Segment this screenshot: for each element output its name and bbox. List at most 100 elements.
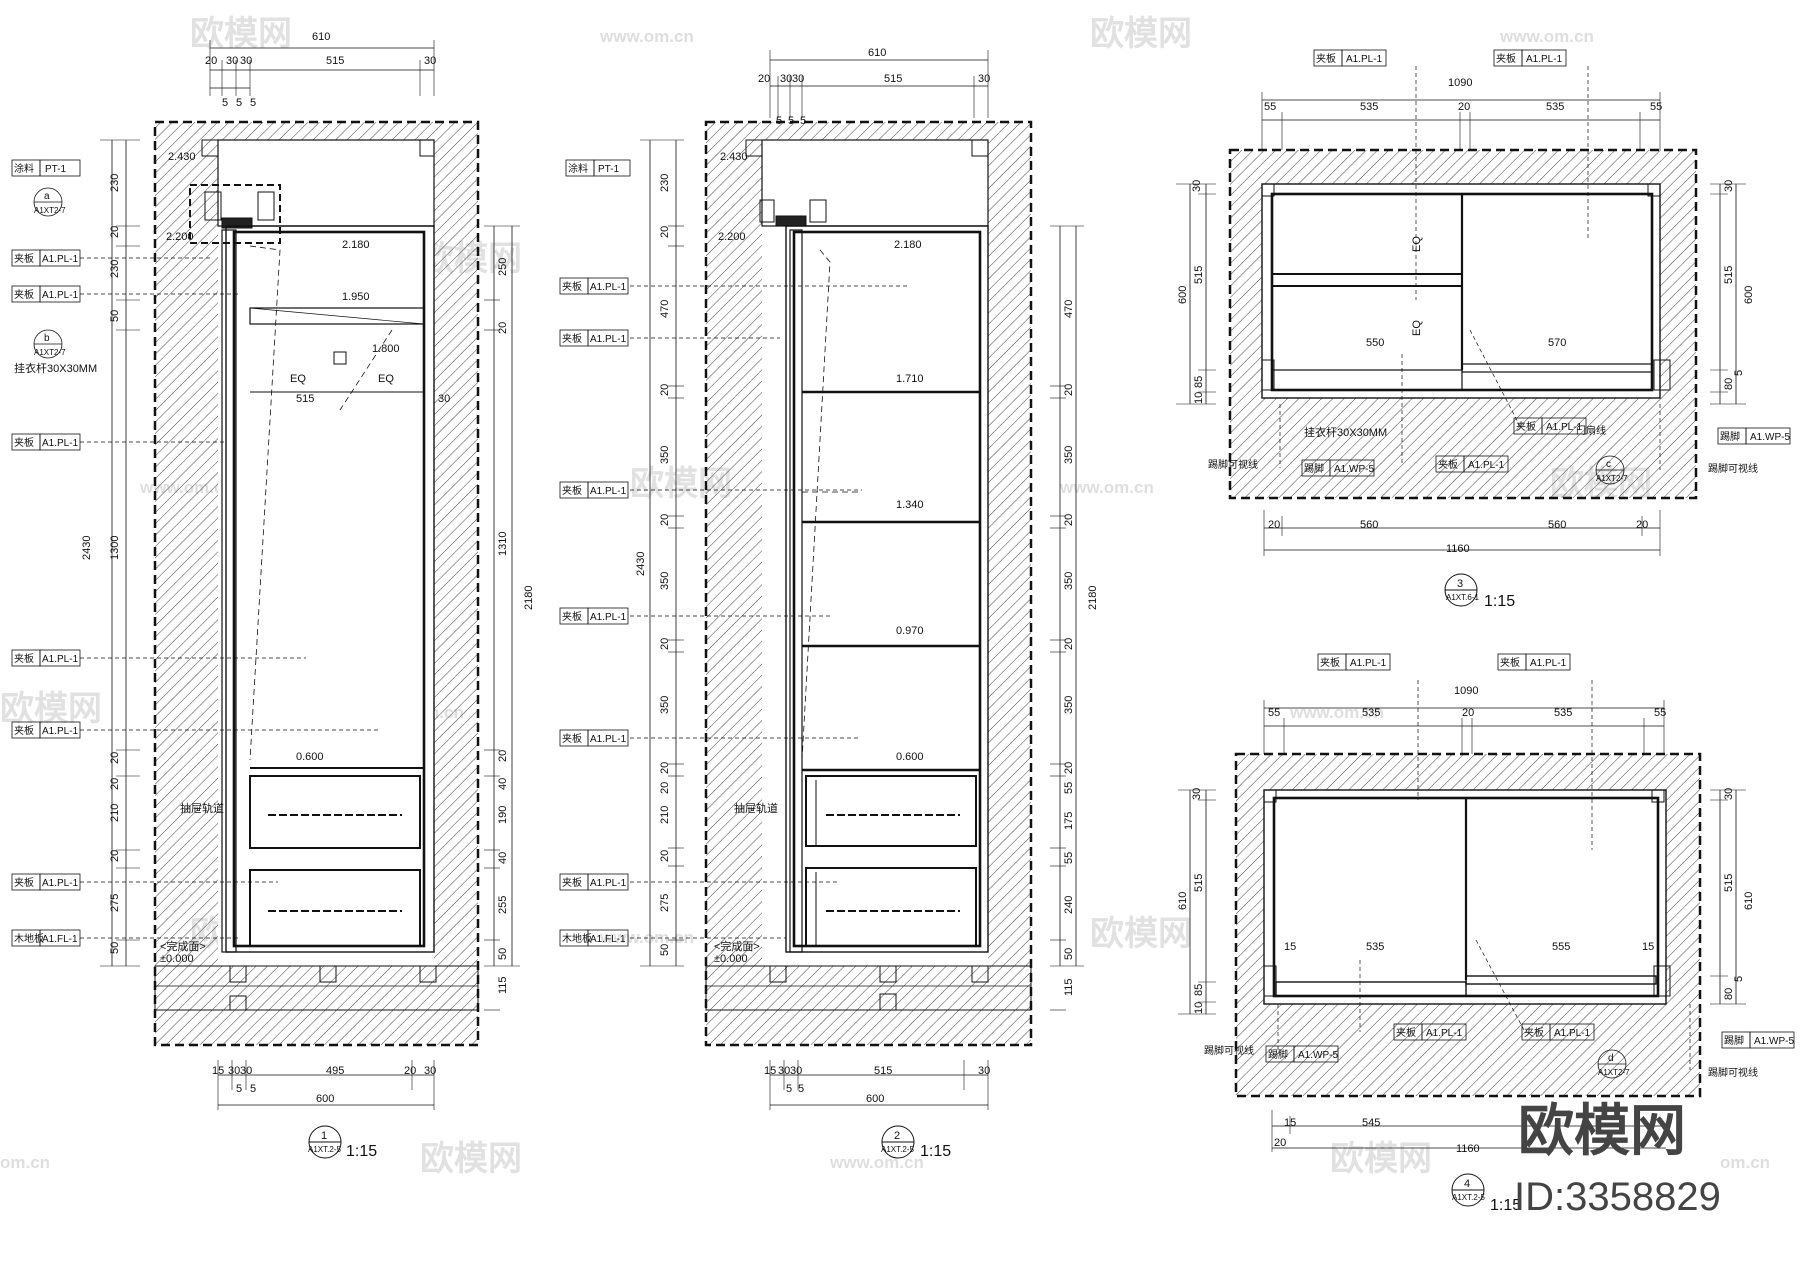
dimension-label: 350 [1063, 446, 1075, 464]
dimension-label: 5 [250, 97, 256, 109]
dimension-label: 30 [1723, 180, 1735, 192]
level-marker: 2.200 [166, 231, 194, 243]
dimension-label: 50 [1063, 948, 1075, 960]
tag-word: 踢脚 [1304, 462, 1324, 475]
dimension-label: 20 [109, 752, 121, 764]
dimension-label: 2180 [523, 586, 535, 610]
tag-word: 夹板 [1316, 52, 1336, 65]
brand-id-text: ID:3358829 [1514, 1175, 1721, 1219]
tag-code: A1.WP-5 [1750, 432, 1790, 443]
tag-code: A1.PL-1 [42, 654, 79, 665]
dimension-label: 55 [1268, 707, 1280, 719]
skirting-label: 踢脚可视线 [1708, 462, 1758, 475]
tag-word: 踢脚 [1720, 430, 1740, 443]
dimension-label: 535 [1366, 941, 1384, 953]
level-marker: 2.180 [342, 239, 370, 251]
dimension-label: 250 [497, 258, 509, 276]
tag-word: 夹板 [562, 732, 582, 745]
watermark-brand: 欧模网 [190, 15, 292, 53]
tag-code: A1.PL-1 [1350, 658, 1387, 669]
elevation-view-1-tag-text: 涂料 PT-1 夹板 A1.PL-1 夹板 A1.PL-1 夹板 A1.PL-1… [14, 162, 79, 945]
dimension-label: 2430 [81, 536, 93, 560]
dimension-label: 20 [109, 226, 121, 238]
dimension-label: 10 [1193, 392, 1205, 404]
detail-ref-sheet: A1XT2-7 [1598, 1068, 1630, 1077]
tag-word: 夹板 [14, 724, 34, 737]
plan-view-3-tag-text: 夹板 A1.PL-1 夹板 A1.PL-1 夹板 A1.PL-1 夹板 A1.P… [1304, 52, 1790, 483]
dimension-label: 515 [326, 55, 344, 67]
level-marker: 2.430 [720, 151, 748, 163]
elevation-view-1 [80, 40, 520, 1110]
dimension-label: 30 [424, 55, 436, 67]
view-number: 3 [1457, 578, 1463, 590]
elevation-view-2-tag-text: 涂料 PT-1 夹板 A1.PL-1 夹板 A1.PL-1 夹板 A1.PL-1… [562, 162, 627, 945]
dimension-label: 515 [296, 393, 314, 405]
watermark-brand: 欧模网 [420, 1140, 522, 1178]
dimension-label: 350 [659, 696, 671, 714]
tag-code: A1.PL-1 [1526, 54, 1563, 65]
view-number: 4 [1464, 1178, 1470, 1190]
view-title-4: 4 A1XT.2-5 1:15 [1451, 1173, 1521, 1214]
dimension-label: 275 [659, 894, 671, 912]
tag-code: A1.FL-1 [590, 934, 626, 945]
level-marker: ±0.000 [160, 953, 194, 965]
level-marker: 1.340 [896, 499, 924, 511]
dimension-label: 515 [884, 73, 902, 85]
tag-word: 夹板 [1320, 656, 1340, 669]
dimension-label: 30 [778, 1065, 790, 1077]
skirting-label: 踢脚可视线 [1208, 458, 1258, 471]
dimension-label: 30 [240, 55, 252, 67]
dimension-label: 5 [236, 1083, 242, 1095]
tag-code: A1.PL-1 [1554, 1028, 1591, 1039]
dimension-label: 535 [1362, 707, 1380, 719]
dimension-label: 550 [1366, 337, 1384, 349]
finish-floor-label: <完成面> [160, 939, 206, 953]
dimension-label: 20 [497, 322, 509, 334]
dimension-label: 515 [1193, 266, 1205, 284]
dimension-label: 275 [109, 894, 121, 912]
watermark-brand: 欧模网 [1330, 1140, 1432, 1178]
dimension-label: 20 [659, 514, 671, 526]
dimension-label: 190 [497, 806, 509, 824]
tag-code: A1.PL-1 [590, 612, 627, 623]
dimension-label: 515 [1723, 874, 1735, 892]
tag-word: 木地板 [562, 932, 592, 945]
tag-word: 涂料 [14, 162, 34, 175]
dimension-label: 20 [758, 73, 770, 85]
watermark-url: www.om.cn [829, 1153, 924, 1172]
tag-code: A1.PL-1 [42, 254, 79, 265]
dimension-label: 5 [222, 97, 228, 109]
level-marker: 2.180 [894, 239, 922, 251]
tag-code: A1.FL-1 [42, 934, 78, 945]
dimension-label: 350 [659, 572, 671, 590]
view-number: 1 [321, 1130, 327, 1142]
elevation-view-2-tags [559, 159, 631, 947]
dimension-label: 85 [1193, 376, 1205, 388]
dimension-label: 10 [1193, 1002, 1205, 1014]
tag-code: PT-1 [598, 164, 620, 175]
dimension-label: 1090 [1448, 77, 1472, 89]
view-scale: 1:15 [1484, 593, 1515, 610]
dimension-label: 600 [1743, 286, 1755, 304]
tag-code: A1.PL-1 [590, 282, 627, 293]
tag-code: A1.PL-1 [1546, 422, 1583, 433]
dimension-label: 20 [1458, 101, 1470, 113]
plan-view-3-tags [1301, 49, 1791, 485]
tag-code: A1.PL-1 [42, 726, 79, 737]
dimension-label: 15 [1284, 1117, 1296, 1129]
dimension-label: 2180 [1087, 586, 1099, 610]
dimension-label: 20 [659, 638, 671, 650]
view-number: 2 [894, 1130, 900, 1142]
finish-floor-label: <完成面> [714, 939, 760, 953]
watermark-brand: 欧模网 [1090, 915, 1192, 953]
tag-word: 踢脚 [1724, 1034, 1744, 1047]
dimension-label: 15 [1642, 941, 1654, 953]
dimension-label: 230 [109, 260, 121, 278]
dimension-label: 15 [212, 1065, 224, 1077]
view-title-1: 1 A1XT.2-5 1:15 [308, 1125, 377, 1160]
tag-word: 夹板 [14, 436, 34, 449]
dimension-label: 80 [1723, 378, 1735, 390]
dimension-label: 210 [659, 806, 671, 824]
level-marker: ±0.000 [714, 953, 748, 965]
